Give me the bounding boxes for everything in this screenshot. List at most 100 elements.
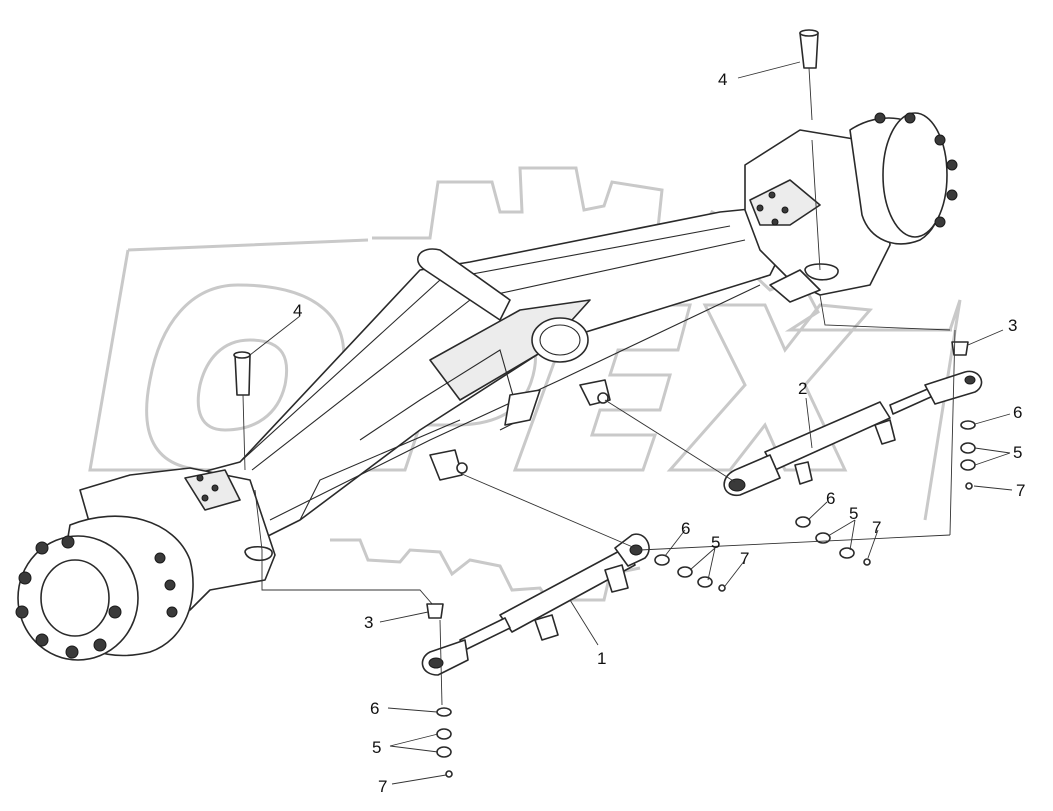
cylinder-2-fitting-a [794,461,813,485]
left-hub-stud-3 [18,571,32,585]
left-kingpin-head [233,351,251,359]
left-washer [436,707,452,717]
axle-beam [179,207,791,541]
right-knuckle-arm [749,179,821,226]
watermark-gear-lower [330,538,641,602]
callout-6-left: 6 [370,699,379,718]
cylinder-2-rod [889,387,934,415]
cylinder-1-fitting-b [604,564,629,593]
axle-beam-tube-bore [539,324,581,356]
left-nut-b [436,746,452,758]
leader-1 [569,599,599,646]
mid-hardware-axis [639,534,951,551]
left-kingpin-axis [242,394,434,606]
assembly-line-cyl2-to-mount [604,399,736,483]
left-hub-stud-1 [35,541,49,555]
leader-3-left [379,611,429,623]
steering-cylinder-2 [723,370,983,496]
left-hub-stud-7 [93,638,107,652]
mid-upper-pin [863,558,871,566]
cylinder-2-barrel [764,401,891,471]
leader-6-right [974,413,1011,425]
right-steering-knuckle [744,112,958,303]
left-pin [445,770,453,778]
leader-6-left [387,707,438,713]
assembly-lines [461,294,951,549]
mid-upper-nut-a [815,532,831,544]
callout-2: 2 [798,379,807,398]
right-kingpin-head [799,29,819,37]
leader-4-right [737,61,801,79]
left-hub-stud-5 [35,633,49,647]
callout-7-mid: 7 [740,549,749,568]
leader-5-right [974,447,1011,466]
right-mount-fitting [597,392,609,404]
callout-3-right: 3 [1008,316,1017,335]
right-knuckle-bore [804,263,839,281]
callout-5-right: 5 [1013,443,1022,462]
mid-lower-pin [718,584,726,592]
callout-4-right: 4 [718,70,727,89]
left-steering-knuckle [15,467,276,661]
callout-7-left: 7 [378,777,387,796]
callout-6-mid: 6 [681,519,690,538]
left-kingpin-body [234,354,251,396]
cylinder-1-fitting-a [534,614,559,641]
right-hub-stud-6 [874,112,886,124]
callout-6-upper: 6 [826,489,835,508]
left-bushing [426,603,444,619]
hardware [426,329,976,778]
callout-1: 1 [597,649,606,668]
leader-6-mid [664,529,686,557]
leader-7-left [391,774,447,785]
axle-beam-underside [269,284,761,521]
axle-beam-bracket [504,389,541,426]
cylinder-1-eye-left-bore [428,657,444,669]
cylinder-1-eye-left [421,639,469,676]
cylinder-2-eye-right-bore [964,375,976,385]
right-knuckle-bolt-3 [781,206,789,214]
leader-5-mid [689,547,716,581]
assembly-line-cyl1-to-mount [461,473,636,549]
left-hub-cap [40,559,110,637]
left-hub-stud-9 [154,552,166,564]
assembly-line-right-knuckle [819,294,951,331]
right-knuckle-bolt-2 [756,204,764,212]
right-hub-stud-4 [934,216,946,228]
right-hub-flange [882,112,948,238]
mid-upper-washer [795,516,811,528]
right-knuckle-lower-arm [769,269,821,303]
right-kingpin-axis [808,67,821,271]
left-hub-stud-10 [164,579,176,591]
left-hardware-axis [439,619,443,706]
right-bushing [951,341,969,356]
mid-lower-nut-a [677,566,693,578]
right-hub-stud-1 [934,134,946,146]
leader-5-upper [827,519,856,551]
right-hardware-axis [949,329,956,536]
left-cylinder-mount [429,449,463,481]
leader-2 [805,397,813,449]
leader-6-upper [807,501,828,521]
callout-5-upper: 5 [849,504,858,523]
callout-4-left: 4 [293,301,302,320]
callout-5-left: 5 [372,738,381,757]
right-knuckle-bolt-1 [768,191,776,199]
left-knuckle-bolt-3 [201,494,209,502]
steering-cylinder-1 [421,533,650,676]
callout-7-upper: 7 [872,518,881,537]
leader-5-left [389,733,439,753]
callout-6-right: 6 [1013,403,1022,422]
callout-5-mid: 5 [711,533,720,552]
right-hub-stud-3 [946,189,958,201]
left-kingpin [233,351,434,606]
left-knuckle-bolt-2 [211,484,219,492]
right-washer [960,420,976,430]
axle-beam-tube [417,248,511,321]
right-kingpin [799,29,821,271]
right-kingpin-body [799,32,819,69]
leader-4-left [249,315,301,356]
left-mount-fitting [456,462,468,474]
callout-labels: 1 2 3 3 4 4 5 5 5 5 6 6 6 6 7 7 7 7 [293,70,1025,796]
